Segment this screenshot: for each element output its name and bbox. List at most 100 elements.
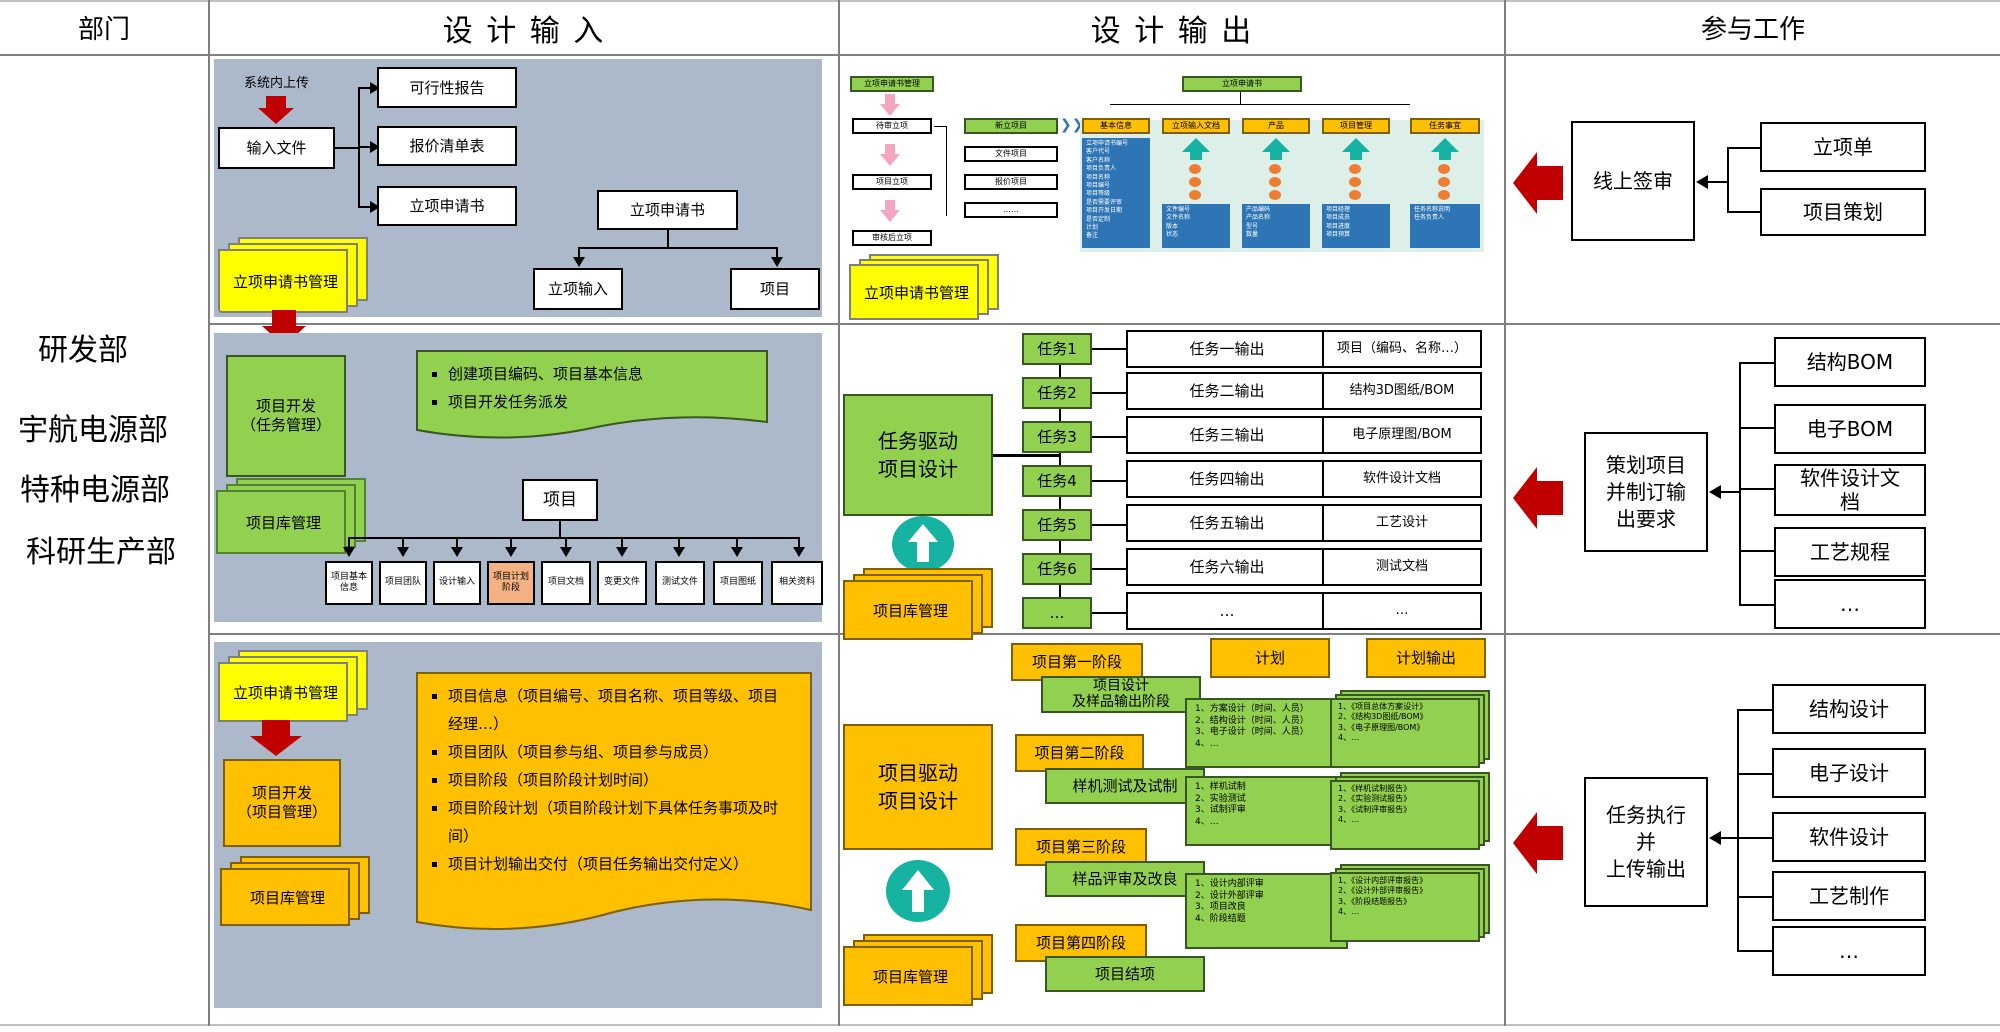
- task-list: 任务1 任务一输出 项目（编码、名称…） 任务2 任务二输出 结构3D图纸/BO…: [1020, 330, 1500, 630]
- participation-item[interactable]: …: [1772, 926, 1926, 976]
- project-application-box[interactable]: 立项申请书: [377, 186, 517, 226]
- deliverable-box[interactable]: 结构3D图纸/BOM: [1322, 372, 1482, 410]
- project-subitem[interactable]: 项目团队: [379, 561, 427, 605]
- task-box[interactable]: …: [1022, 597, 1092, 629]
- project-subitem[interactable]: 相关资料: [771, 561, 823, 605]
- project-subitem[interactable]: 设计输入: [433, 561, 481, 605]
- task-output-box[interactable]: 任务五输出: [1126, 504, 1328, 542]
- mini-box: 报价项目: [964, 174, 1058, 190]
- deliverable-box[interactable]: …: [1322, 592, 1482, 630]
- task-box[interactable]: 任务5: [1022, 509, 1092, 541]
- project-info-bullets: 项目信息（项目编号、项目名称、项目等级、项目经理…） 项目团队（项目参与组、项目…: [416, 672, 812, 946]
- project-subitem[interactable]: 项目图纸: [713, 561, 763, 605]
- plan-item: 4、…: [1195, 817, 1219, 828]
- task-execute-box[interactable]: 任务执行 并 上传输出: [1584, 777, 1708, 907]
- project-root-box[interactable]: 项目: [522, 479, 598, 521]
- stage-box[interactable]: 项目第二阶段: [1015, 734, 1144, 772]
- task-box[interactable]: 任务6: [1022, 553, 1092, 585]
- project-subitem[interactable]: 项目计划阶段: [487, 561, 535, 605]
- input-file-box[interactable]: 输入文件: [218, 127, 335, 169]
- stage-task-box[interactable]: 样机测试及试制: [1045, 768, 1205, 804]
- connector: [1737, 773, 1773, 775]
- connector: [1720, 491, 1740, 493]
- stage-box[interactable]: 项目第一阶段: [1011, 643, 1143, 681]
- plan-output-header: 计划输出: [1366, 638, 1486, 678]
- stage-box[interactable]: 项目第四阶段: [1015, 924, 1147, 962]
- department-label: 科研生产部: [26, 535, 176, 570]
- task-output-box[interactable]: 任务六输出: [1126, 548, 1328, 586]
- header-participation: 参与工作: [1700, 15, 1805, 45]
- mini-col-list: 文件编号文件名称版本状态: [1162, 204, 1230, 248]
- application-management-stack[interactable]: 立项申请书管理: [218, 237, 373, 315]
- task-output-box[interactable]: 任务二输出: [1126, 372, 1328, 410]
- department-label: 特种电源部: [20, 473, 170, 508]
- task-box[interactable]: 任务2: [1022, 377, 1092, 409]
- plan-output-list: 1、《设计内部评审报告》 2、《设计外部评审报告》 3、《阶段结题报告》 4、…: [1338, 876, 1478, 918]
- mini-item: 客户名称: [1086, 156, 1111, 164]
- participation-item[interactable]: 结构设计: [1772, 684, 1926, 734]
- participation-item[interactable]: 立项单: [1760, 122, 1926, 172]
- quote-list-box[interactable]: 报价清单表: [377, 126, 517, 166]
- project-subitem[interactable]: 变更文件: [597, 561, 647, 605]
- project-input-box[interactable]: 立项输入: [533, 268, 623, 310]
- plan-item: 4、…: [1195, 739, 1219, 750]
- deliverable-box[interactable]: 工艺设计: [1322, 504, 1482, 542]
- project-library-stack[interactable]: 项目库管理: [843, 934, 998, 1012]
- participation-item[interactable]: …: [1774, 579, 1926, 629]
- deliverable-box[interactable]: 测试文档: [1322, 548, 1482, 586]
- deliverable-box[interactable]: 项目（编码、名称…）: [1322, 330, 1482, 368]
- application-management-stack[interactable]: 立项申请书管理: [218, 650, 373, 728]
- task-box[interactable]: 任务1: [1022, 333, 1092, 365]
- dev-project-box[interactable]: 项目开发 （项目管理）: [223, 759, 341, 847]
- application-management-stack[interactable]: 立项申请书管理: [849, 254, 1004, 322]
- task-output-box[interactable]: 任务一输出: [1126, 330, 1328, 368]
- mini-item: 是否需要评审: [1086, 198, 1123, 206]
- plan-project-box[interactable]: 策划项目 并制订输 出要求: [1584, 432, 1708, 552]
- participation-item[interactable]: 工艺规程: [1774, 527, 1926, 577]
- participation-item[interactable]: 结构BOM: [1774, 337, 1926, 387]
- task-driven-design-box[interactable]: 任务驱动 项目设计: [843, 394, 993, 516]
- participation-item[interactable]: 软件设计: [1772, 812, 1926, 862]
- stage-task-box[interactable]: 项目设计 及样品输出阶段: [1041, 676, 1201, 713]
- deliverable-box[interactable]: 软件设计文档: [1322, 460, 1482, 498]
- feasibility-report-box[interactable]: 可行性报告: [377, 67, 517, 108]
- deliverable-box[interactable]: 电子原理图/BOM: [1322, 416, 1482, 454]
- task-output-box[interactable]: …: [1126, 592, 1328, 630]
- project-subitem[interactable]: 项目基本信息: [325, 561, 373, 605]
- mini-col: 立项输入文档 文件编号文件名称版本状态: [1162, 118, 1230, 248]
- project-box[interactable]: 项目: [730, 268, 820, 310]
- task-output-box[interactable]: 任务四输出: [1126, 460, 1328, 498]
- project-library-stack[interactable]: 项目库管理: [216, 478, 371, 556]
- project-library-stack[interactable]: 项目库管理: [220, 856, 375, 930]
- participation-item[interactable]: 项目策划: [1760, 188, 1926, 236]
- task-output-box[interactable]: 任务三输出: [1126, 416, 1328, 454]
- stage-task-box[interactable]: 样品评审及改良: [1045, 861, 1205, 897]
- task-box[interactable]: 任务4: [1022, 465, 1092, 497]
- participation-item[interactable]: 电子BOM: [1774, 404, 1926, 454]
- mini-box: 审核后立项: [852, 230, 932, 246]
- stage-box[interactable]: 项目第三阶段: [1015, 828, 1147, 866]
- stack-label: 立项申请书管理: [232, 272, 338, 291]
- connector: [578, 247, 778, 249]
- task-box[interactable]: 任务3: [1022, 421, 1092, 453]
- plan-item: 2、结构设计（时间、人员）: [1195, 715, 1309, 726]
- bullet-item: 项目阶段计划（项目阶段计划下具体任务事项及时间）: [448, 794, 786, 850]
- dev-task-box[interactable]: 项目开发 （任务管理）: [226, 355, 346, 477]
- department-label: 研发部: [38, 333, 128, 368]
- project-subitem[interactable]: 测试文件: [655, 561, 705, 605]
- mini-box: 文件项目: [964, 146, 1058, 162]
- participation-item[interactable]: 电子设计: [1772, 748, 1926, 798]
- project-library-stack[interactable]: 项目库管理: [843, 568, 998, 646]
- participation-item[interactable]: 工艺制作: [1772, 871, 1926, 921]
- stage-task-box[interactable]: 项目结项: [1045, 956, 1205, 992]
- plan-item: 1、样机试制: [1195, 782, 1246, 792]
- project-subitem[interactable]: 项目文档: [541, 561, 591, 605]
- stack-label: 项目库管理: [872, 967, 948, 986]
- online-signoff-box[interactable]: 线上签审: [1571, 121, 1695, 241]
- mini-item: 项目成员: [1326, 214, 1351, 222]
- grid-row2-line: [208, 633, 2000, 635]
- bullet-item: 项目信息（项目编号、项目名称、项目等级、项目经理…）: [448, 682, 786, 738]
- project-driven-design-box[interactable]: 项目驱动 项目设计: [843, 724, 993, 850]
- project-application-node[interactable]: 立项申请书: [597, 190, 738, 230]
- participation-item[interactable]: 软件设计文 档: [1774, 464, 1926, 516]
